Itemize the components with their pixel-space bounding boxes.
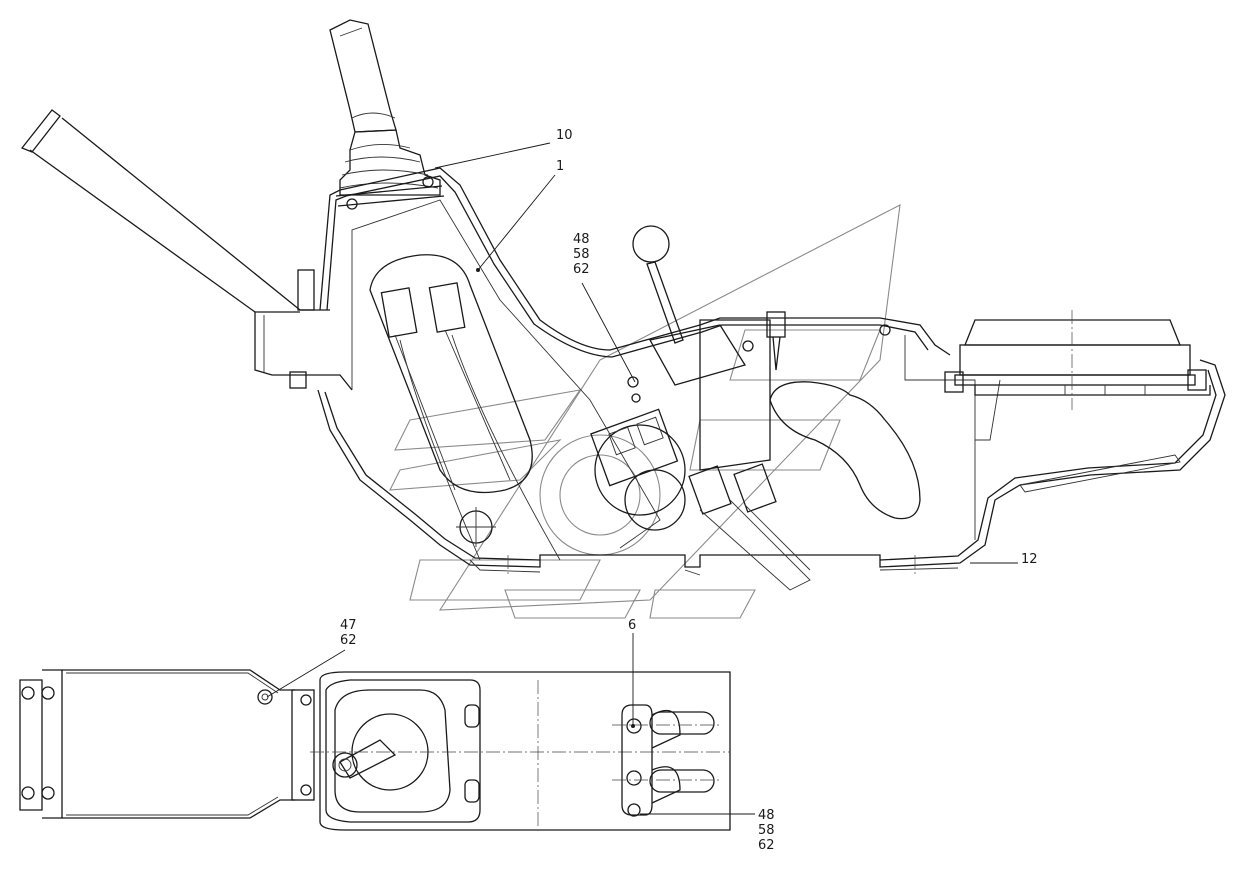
console-housing	[317, 167, 1226, 577]
lower-valves	[456, 376, 811, 591]
callout-1: 1	[556, 159, 564, 174]
callout-10: 10	[556, 128, 573, 143]
callout-47: 47	[340, 618, 357, 633]
console-top	[291, 671, 731, 831]
watermark-logo	[389, 204, 901, 619]
storage-lid	[879, 310, 1211, 410]
side-leaders	[434, 142, 1018, 564]
callout-58-plan: 58	[758, 823, 775, 838]
callout-labels: 10 1 48 58 62 12 6 47 62 48 58 62	[340, 128, 1038, 853]
armrest-plate	[19, 669, 295, 819]
callout-6: 6	[628, 618, 636, 633]
callout-48-plan: 48	[758, 808, 775, 823]
side-view	[20, 19, 1226, 591]
callout-58-side: 58	[573, 247, 590, 262]
callout-62-plan: 62	[758, 838, 775, 853]
plan-view	[19, 633, 755, 831]
joystick-handle	[329, 19, 445, 210]
slot-plate	[612, 704, 722, 817]
callout-48-side: 48	[573, 232, 590, 247]
mounting-arm	[20, 109, 353, 391]
plan-leaders	[266, 633, 755, 815]
valve-block	[369, 254, 561, 561]
kidney-opening	[769, 381, 921, 520]
callout-62-plan-top: 62	[340, 633, 357, 648]
callout-12: 12	[1021, 552, 1038, 567]
callout-62-side: 62	[573, 262, 590, 277]
aux-lever	[632, 225, 786, 471]
